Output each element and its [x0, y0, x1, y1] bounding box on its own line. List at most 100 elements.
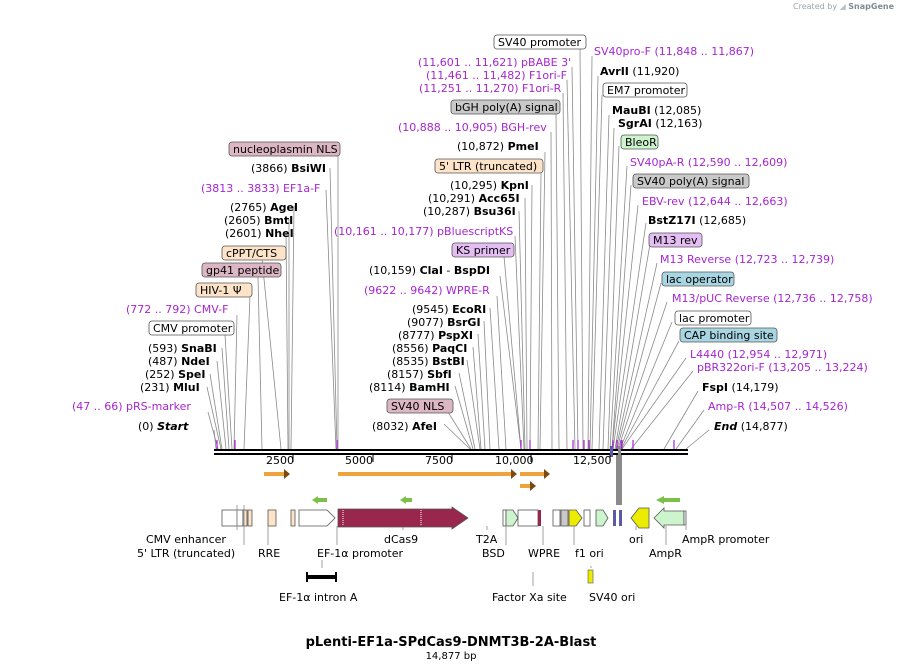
label-sv40-nls: SV40 NLS — [391, 400, 444, 413]
hiv-psi-box — [195, 282, 253, 298]
label-amp-r: Amp-R (14,507 .. 14,526) — [708, 400, 848, 413]
nucleoplasmin-nls-box — [228, 141, 341, 157]
plasmid-length: 14,877 bp — [426, 651, 477, 662]
flabel-ampr: AmpR — [649, 547, 682, 560]
sv40-polya-box — [632, 173, 750, 189]
ks-primer-box — [451, 242, 515, 258]
flabel-sv40-ori: SV40 ori — [589, 591, 635, 604]
label-nhei: (2601) NheI — [225, 227, 294, 240]
sv40-ori-feature — [587, 569, 594, 584]
flabel-ef1a-promoter: EF-1α promoter — [317, 547, 404, 560]
ori-feature — [630, 507, 650, 529]
flabel-wpre: WPRE — [528, 547, 560, 560]
scale-ticks: 2500 5000 7500 10,000 12,500 — [266, 454, 612, 467]
rre-feature — [267, 509, 277, 527]
label-mlui: (231) MluI — [140, 381, 200, 394]
label-l4440: L4440 (12,954 .. 12,971) — [690, 348, 827, 361]
bsd-feature — [505, 509, 519, 527]
snapgene-brand: Created by ◢ SnapGene — [793, 2, 894, 11]
label-fspi: FspI (14,179) — [702, 381, 779, 394]
label-bgh-rev: (10,888 .. 10,905) BGH-rev — [398, 121, 547, 134]
f1-ori-feature — [568, 509, 583, 527]
label-ef1a-f: (3813 .. 3833) EF1a-F — [201, 182, 320, 195]
label-paqci: (8556) PaqCI — [392, 342, 467, 355]
label-sbfi: (8157) SbfI — [387, 368, 452, 381]
flabel-bsd: BSD — [482, 547, 505, 560]
flabel-cmv-enhancer: CMV enhancer — [146, 533, 226, 546]
label-bamhi: (8114) BamHI — [369, 381, 450, 394]
tick-2500: 2500 — [266, 454, 294, 467]
ef1a-intron-bar — [308, 575, 337, 579]
bgh-polya-box — [450, 99, 561, 115]
label-pbr322ori-f: pBR322ori-F (13,205 .. 13,224) — [697, 361, 868, 374]
label-bstbi: (8535) BstBI — [392, 355, 465, 368]
m13-rev-box — [648, 232, 703, 248]
label-start: (0) Start — [138, 420, 189, 433]
label-m13-rev: M13 rev — [653, 234, 698, 247]
label-sv40-polya: SV40 poly(A) signal — [637, 175, 744, 188]
label-gp41: gp41 peptide — [206, 264, 280, 277]
flabel-f1-ori: f1 ori — [575, 547, 604, 560]
label-clai: (10,159) ClaI - BspDI — [369, 264, 490, 277]
cap-binding-box — [679, 327, 778, 343]
em7-promoter-box — [602, 82, 688, 98]
label-bstz17i: BstZ17I (12,685) — [648, 214, 746, 227]
snapgene-logo-icon: ◢ — [839, 2, 846, 11]
ampr-feature — [653, 507, 685, 529]
feature-leads — [236, 505, 687, 586]
label-end: End (14,877) — [714, 420, 788, 433]
label-sv40-promoter: SV40 promoter — [498, 36, 582, 49]
cppt-box — [221, 245, 287, 261]
label-lac-operator: lac operator — [666, 273, 733, 286]
label-ndei: (487) NdeI — [148, 355, 210, 368]
label-ks-primer: KS primer — [456, 244, 511, 257]
flabel-factor-xa: Factor Xa site — [492, 591, 567, 604]
label-avrii: AvrII (11,920) — [600, 65, 679, 78]
gp41-box — [201, 262, 282, 278]
green-arrows — [312, 496, 680, 504]
site-labels: (0) Start (47 .. 66) pRS-marker (231) Ml… — [72, 34, 873, 433]
cmv-promoter-box — [148, 320, 235, 336]
label-hiv-psi: HIV-1 Ψ — [200, 284, 242, 297]
bleor-box — [620, 134, 659, 150]
lac-promoter-box — [674, 310, 752, 326]
5-ltr-truncated-box — [434, 158, 544, 174]
feature-track — [221, 506, 687, 530]
label-cmv-promoter: CMV promoter — [153, 322, 233, 335]
sv40-promoter-box — [493, 34, 587, 50]
ef1a-promoter-feature — [298, 509, 336, 527]
label-pspxi: (8777) PspXI — [398, 329, 473, 342]
flabel-t2a: T2A — [475, 533, 498, 546]
brand-prefix: Created by — [793, 2, 838, 11]
label-kpni: (10,295) KpnI — [450, 179, 529, 192]
label-pbabe3: (11,601 .. 11,621) pBABE 3' — [418, 56, 571, 69]
label-ebv-rev: EBV-rev (12,644 .. 12,663) — [642, 195, 788, 208]
tick-5000: 5000 — [345, 454, 373, 467]
flabel-ef1a-intron: EF-1α intron A — [279, 591, 358, 604]
label-bgh-polya: bGH poly(A) signal — [455, 101, 558, 114]
primer-ticks — [216, 440, 675, 449]
label-bleor: BleoR — [625, 136, 657, 149]
label-sv40pro-f: SV40pro-F (11,848 .. 11,867) — [594, 45, 754, 58]
label-f1ori-r: (11,251 .. 11,270) F1ori-R — [419, 82, 562, 95]
sv40-nls-box — [386, 398, 454, 414]
label-bsiwi: (3866) BsiWI — [251, 162, 326, 175]
tick-7500: 7500 — [425, 454, 453, 467]
label-ecori: (9545) EcoRI — [412, 303, 486, 316]
label-cmv-f: (772 .. 792) CMV-F — [126, 303, 228, 316]
label-sv40pa-r: SV40pA-R (12,590 .. 12,609) — [630, 156, 787, 169]
label-m13-puc-reverse: M13/pUC Reverse (12,736 .. 12,758) — [672, 292, 873, 305]
label-maubi: MauBI (12,085) — [612, 104, 701, 117]
label-pbluescriptks: (10,161 .. 10,177) pBluescriptKS — [334, 225, 513, 238]
flabel-5-ltr: 5' LTR (truncated) — [137, 547, 235, 560]
label-prs-marker: (47 .. 66) pRS-marker — [72, 400, 191, 413]
flabel-rre: RRE — [258, 547, 280, 560]
label-cppt: cPPT/CTS — [226, 247, 277, 260]
wpre-feature — [517, 509, 539, 527]
feature-labels: CMV enhancer 5' LTR (truncated) RRE EF-1… — [137, 533, 770, 604]
label-bmti: (2605) BmtI — [224, 214, 293, 227]
label-f1ori-f: (11,461 .. 11,482) F1ori-F — [426, 69, 567, 82]
lac-operator-box — [661, 271, 735, 287]
label-wpre-r: (9622 .. 9642) WPRE-R — [364, 284, 490, 297]
